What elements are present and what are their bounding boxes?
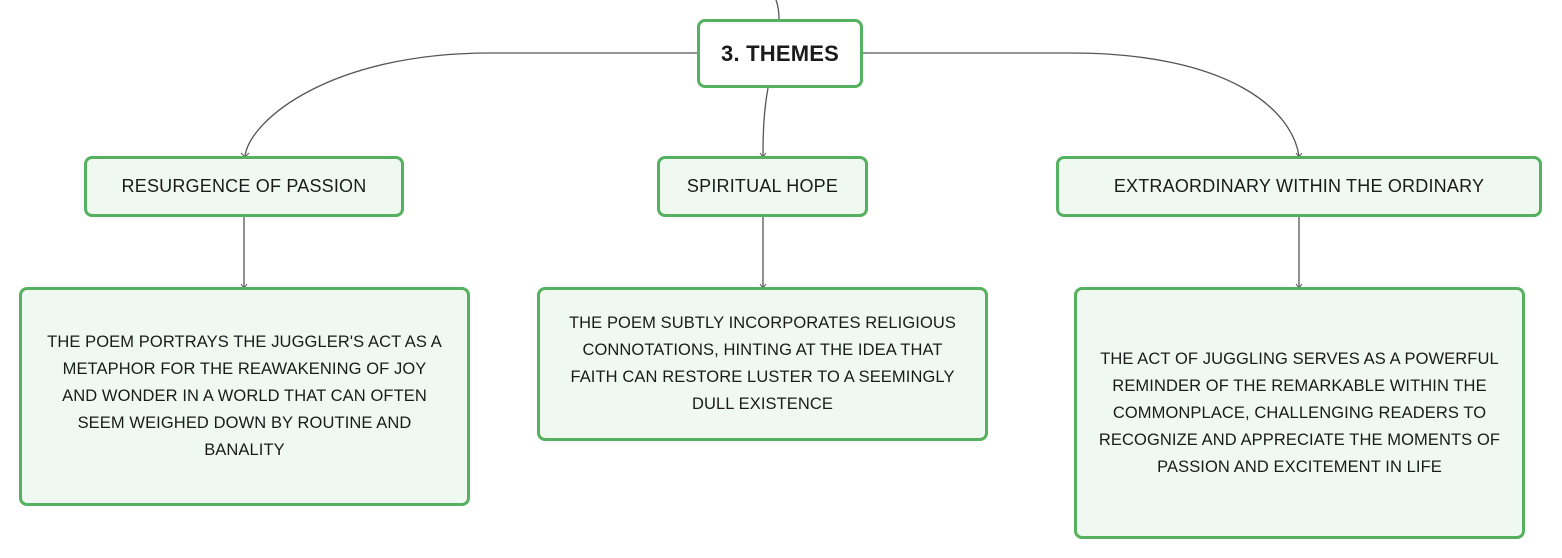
description-text: THE POEM SUBTLY INCORPORATES RELIGIOUS C… (568, 314, 957, 413)
topic-node-resurgence-of-passion[interactable]: RESURGENCE OF PASSION (84, 156, 404, 217)
description-node-extraordinary-within-ordinary[interactable]: THE ACT OF JUGGLING SERVES AS A POWERFUL… (1074, 287, 1525, 539)
description-node-resurgence-of-passion[interactable]: THE POEM PORTRAYS THE JUGGLER'S ACT AS A… (19, 287, 470, 506)
root-node-themes[interactable]: 3. THEMES (697, 19, 863, 88)
topic-node-spiritual-hope[interactable]: SPIRITUAL HOPE (657, 156, 868, 217)
description-node-spiritual-hope[interactable]: THE POEM SUBTLY INCORPORATES RELIGIOUS C… (537, 287, 988, 441)
topic-node-extraordinary-within-ordinary[interactable]: EXTRAORDINARY WITHIN THE ORDINARY (1056, 156, 1542, 217)
connector-root-to-spiritual (762, 87, 769, 157)
topic-node-label: EXTRAORDINARY WITHIN THE ORDINARY (1113, 176, 1485, 196)
topic-node-label: RESURGENCE OF PASSION (121, 176, 367, 196)
connector-root-to-extraordinary (863, 52, 1300, 157)
description-text: THE ACT OF JUGGLING SERVES AS A POWERFUL… (1098, 349, 1501, 476)
description-text: THE POEM PORTRAYS THE JUGGLER'S ACT AS A… (47, 333, 442, 459)
topic-node-label: SPIRITUAL HOPE (686, 176, 839, 196)
connector-root-to-resurgence (244, 52, 697, 157)
connector-parent-to-root (775, 0, 780, 20)
root-node-label: 3. THEMES (721, 40, 839, 66)
